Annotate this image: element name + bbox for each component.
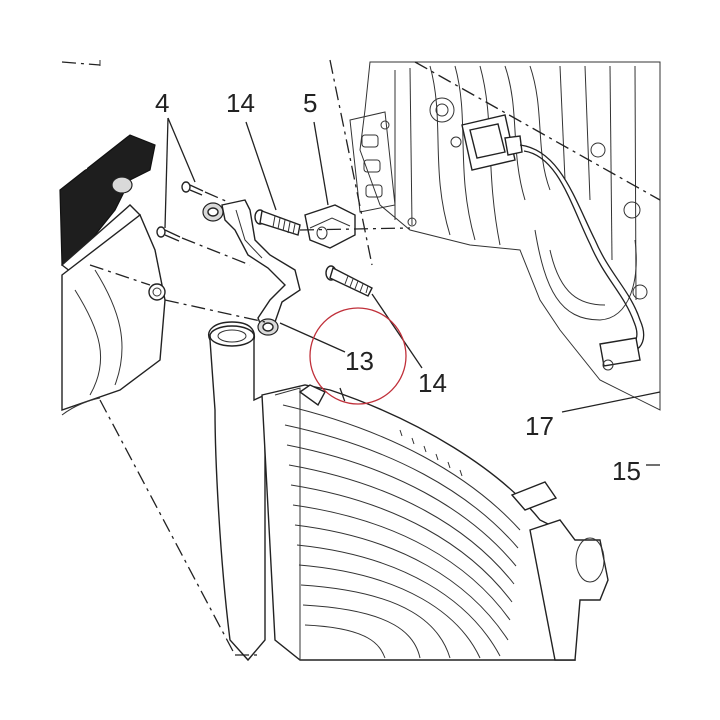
bolt-14-lower [325, 265, 373, 297]
callout-14-upper: 14 [226, 88, 255, 118]
callout-15: 15 [612, 456, 641, 486]
engine-block [349, 61, 661, 411]
callout-5: 5 [303, 88, 317, 118]
callout-13: 13 [345, 346, 374, 376]
bracket-13 [202, 199, 301, 336]
assembly-lines [61, 59, 661, 656]
screw-4-upper [181, 181, 204, 196]
bolt-14-upper [254, 209, 301, 236]
screw-4-lower [156, 226, 181, 242]
callout-4: 4 [155, 88, 169, 118]
leader-lines [164, 117, 661, 466]
clip-5 [304, 204, 356, 249]
callout-14-lower: 14 [418, 368, 447, 398]
callout-17: 17 [525, 411, 554, 441]
highlight-circle [309, 307, 407, 405]
fairing-bracket: ATE [59, 134, 166, 416]
radiator [208, 321, 609, 662]
